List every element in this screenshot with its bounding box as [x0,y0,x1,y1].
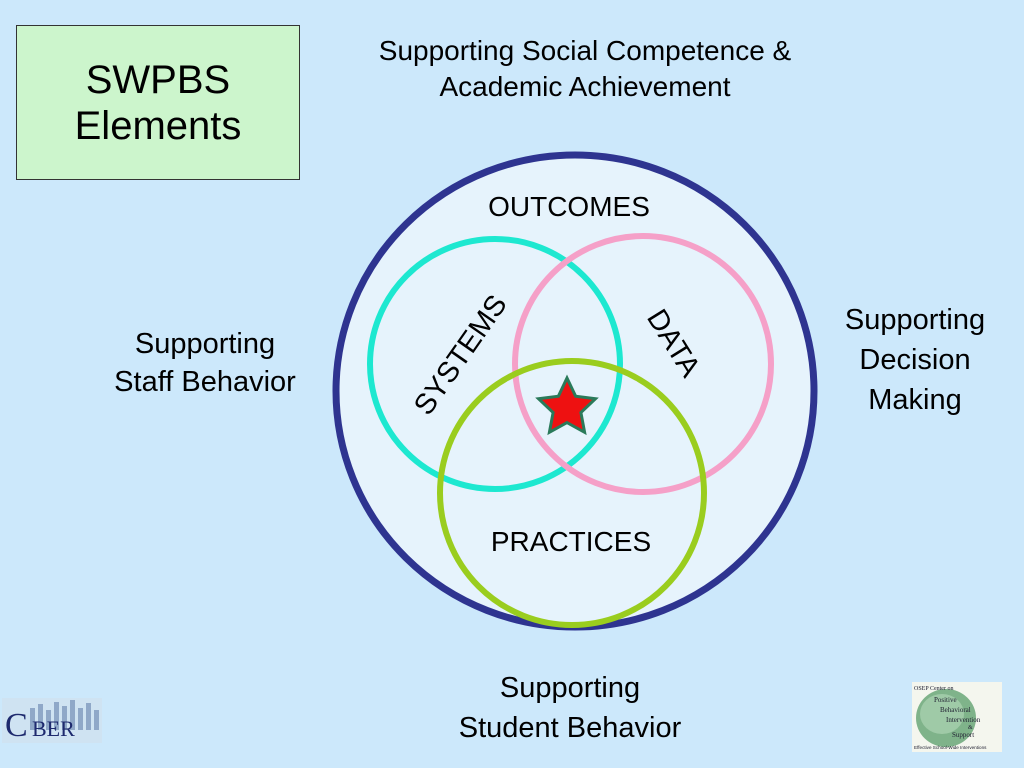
title-box: SWPBS Elements [16,25,300,180]
right-caption-line-2: Decision [859,344,971,376]
pbis-logo-line-6: Effective School-Wide Interventions [914,745,987,750]
cber-logo-big-letter: C [5,707,28,743]
pbis-logo-line-4: & [968,725,973,731]
practices-circle [437,358,707,628]
left-caption: Supporting Staff Behavior [60,325,350,401]
bottom-caption-line-2: Student Behavior [458,712,682,744]
top-caption: Supporting Social Competence & Academic … [300,33,870,105]
top-caption-line-1: Supporting Social Competence & [378,35,792,66]
right-caption-line-1: Supporting [844,304,986,336]
top-caption-line-2: Academic Achievement [439,71,731,102]
pbis-logo-line-0: OSEP Center on [914,686,953,692]
outcomes-label: OUTCOMES [488,191,650,222]
star-icon [535,374,599,436]
right-caption-line-3: Making [868,384,962,416]
bottom-caption: Supporting Student Behavior [400,668,740,748]
title-line-1: SWPBS [85,57,231,102]
pbis-logo-line-5: Support [952,731,974,739]
cber-logo-text: BER [32,716,75,741]
bottom-caption-line-1: Supporting [499,672,641,704]
right-caption: Supporting Decision Making [810,300,1020,420]
title-line-2: Elements [74,103,242,148]
left-caption-line-1: Supporting [134,328,276,360]
cber-logo: C BER [2,698,102,743]
pbis-logo-line-2: Behavioral [940,706,971,714]
data-circle [512,233,774,495]
pbis-logo-line-1: Positive [934,696,957,704]
left-caption-line-2: Staff Behavior [114,366,296,398]
pbis-logo: OSEP Center on Positive Behavioral Inter… [912,682,1002,752]
practices-label: PRACTICES [491,526,651,557]
pbis-logo-line-3: Intervention [946,716,981,724]
systems-circle [367,236,623,492]
